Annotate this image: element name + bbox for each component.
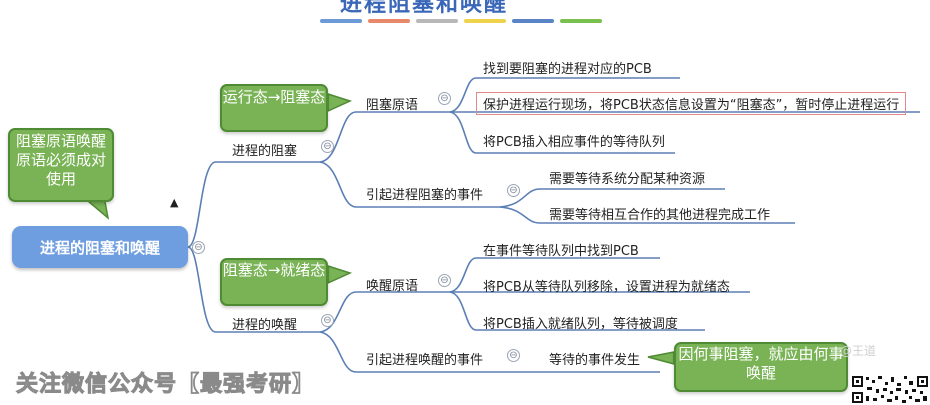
collapse-block-primitive-icon[interactable]: ⊖ [438,92,451,105]
node-block-primitive[interactable]: 阻塞原语 [366,98,419,113]
cause-wake-callout: 因何事阻塞，就应由何事唤醒 [674,342,848,392]
collapse-block-events-icon[interactable]: ⊖ [507,184,520,197]
collapse-wake-icon[interactable]: ⊖ [321,314,334,327]
node-process-block[interactable]: 进程的阻塞 [232,144,298,159]
color-bar-3 [416,19,458,23]
node-process-wake[interactable]: 进程的唤醒 [232,318,298,333]
color-bar-2 [368,19,410,23]
node-wake-primitive[interactable]: 唤醒原语 [366,279,419,294]
collapse-wake-primitive-icon[interactable]: ⊖ [438,274,451,287]
collapse-block-icon[interactable]: ⊖ [321,140,334,153]
collapse-wake-events-icon[interactable]: ⊖ [507,349,520,362]
leaf-wake-step-1[interactable]: 在事件等待队列中找到PCB [483,244,639,259]
page-title: 进程阻塞和唤醒 [340,0,509,17]
node-block-events[interactable]: 引起进程阻塞的事件 [366,188,484,203]
node-wake-events[interactable]: 引起进程唤醒的事件 [366,353,484,368]
leaf-block-event-2[interactable]: 需要等待相互合作的其他进程完成工作 [549,208,771,223]
leaf-block-step-1[interactable]: 找到要阻塞的进程对应的PCB [483,62,652,77]
qr-code-icon [850,374,930,405]
leaf-wake-step-2[interactable]: 将PCB从等待队列移除，设置进程为就绪态 [483,280,730,295]
root-node[interactable]: 进程的阻塞和唤醒 [12,226,188,268]
leaf-block-step-2[interactable]: 保护进程运行现场，将PCB状态信息设置为“阻塞态”，暂时停止进程运行 [476,92,907,115]
watermark-text: 关注微信公众号【最强考研】 [15,372,316,398]
leaf-wake-step-3[interactable]: 将PCB插入就绪队列，等待被调度 [483,317,678,332]
collapse-root-icon[interactable]: ⊖ [192,241,205,254]
block-to-ready-callout: 阻塞态→就绪态 [220,258,328,306]
color-bar-6 [560,19,602,23]
color-bar-4 [464,19,506,23]
color-bar-1 [320,19,362,23]
run-to-block-callout: 运行态→阻塞态 [220,84,328,132]
leaf-block-step-3[interactable]: 将PCB插入相应事件的等待队列 [483,135,665,150]
mouse-cursor-icon: ▲ [170,196,179,209]
watermark-corner: @王道 [840,344,877,358]
color-bar-5 [512,19,554,23]
leaf-wake-event-1[interactable]: 等待的事件发生 [549,353,641,368]
pair-note-callout: 阻塞原语唤醒原语必须成对使用 [8,128,114,202]
leaf-block-event-1[interactable]: 需要等待系统分配某种资源 [549,172,706,187]
